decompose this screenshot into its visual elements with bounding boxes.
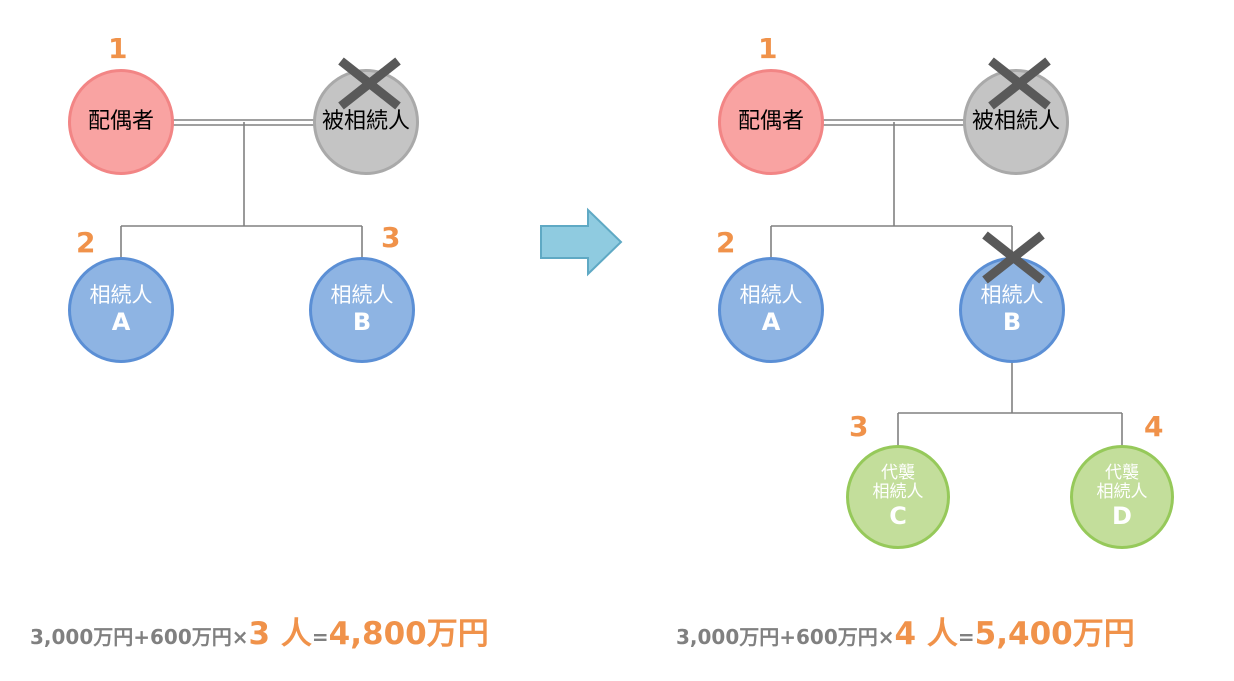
formula-total: 5,400万円 [974, 616, 1135, 652]
formula-equals: = [311, 625, 329, 649]
heir-letter: B [1002, 308, 1022, 337]
spouse-label: 配偶者 [87, 109, 154, 135]
heir-label: 相続人 [330, 283, 394, 308]
right-rep-c-node: 代襲 相続人 C [846, 445, 950, 549]
left-heir-a-number: 2 [76, 226, 96, 259]
deceased-label: 被相続人 [321, 109, 410, 135]
formula-base: 3,000万円+600万円× [30, 625, 249, 649]
rep-label-line1: 代襲 [1105, 462, 1139, 483]
right-rep-d-number: 4 [1144, 410, 1164, 443]
right-rep-d-node: 代襲 相続人 D [1070, 445, 1174, 549]
right-formula: 3,000万円+600万円×4 人=5,400万円 [676, 614, 1135, 657]
rep-label-line2: 相続人 [1096, 482, 1148, 503]
heir-letter: B [352, 308, 372, 337]
left-connectors [120, 119, 363, 258]
formula-base: 3,000万円+600万円× [676, 625, 895, 649]
spouse-label: 配偶者 [737, 109, 804, 135]
formula-total: 4,800万円 [328, 616, 489, 652]
right-heir-b-node: 相続人 B [959, 257, 1065, 363]
right-spouse-node: 配偶者 [718, 69, 824, 175]
left-heir-b-number: 3 [381, 221, 401, 254]
heir-label: 相続人 [89, 283, 153, 308]
left-heir-b-node: 相続人 B [309, 257, 415, 363]
right-heir-a-node: 相続人 A [718, 257, 824, 363]
left-deceased-node: 被相続人 [313, 69, 419, 175]
right-spouse-number: 1 [758, 32, 778, 65]
rep-letter: D [1112, 501, 1132, 530]
left-spouse-node: 配偶者 [68, 69, 174, 175]
formula-count: 3 人 [248, 616, 312, 652]
rep-letter: C [889, 501, 907, 530]
rep-label-line1: 代襲 [881, 462, 915, 483]
left-heir-a-node: 相続人 A [68, 257, 174, 363]
rep-label-line2: 相続人 [872, 482, 924, 503]
right-connectors [770, 119, 1123, 446]
right-rep-c-number: 3 [849, 410, 869, 443]
heir-letter: A [111, 308, 131, 337]
formula-equals: = [957, 625, 975, 649]
left-spouse-number: 1 [108, 32, 128, 65]
heir-letter: A [761, 308, 781, 337]
left-formula: 3,000万円+600万円×3 人=4,800万円 [30, 614, 489, 657]
right-heir-a-number: 2 [716, 226, 736, 259]
right-arrow-icon [540, 207, 623, 277]
formula-count: 4 人 [894, 616, 958, 652]
heir-label: 相続人 [980, 283, 1044, 308]
deceased-label: 被相続人 [971, 109, 1060, 135]
right-deceased-node: 被相続人 [963, 69, 1069, 175]
heir-label: 相続人 [739, 283, 803, 308]
